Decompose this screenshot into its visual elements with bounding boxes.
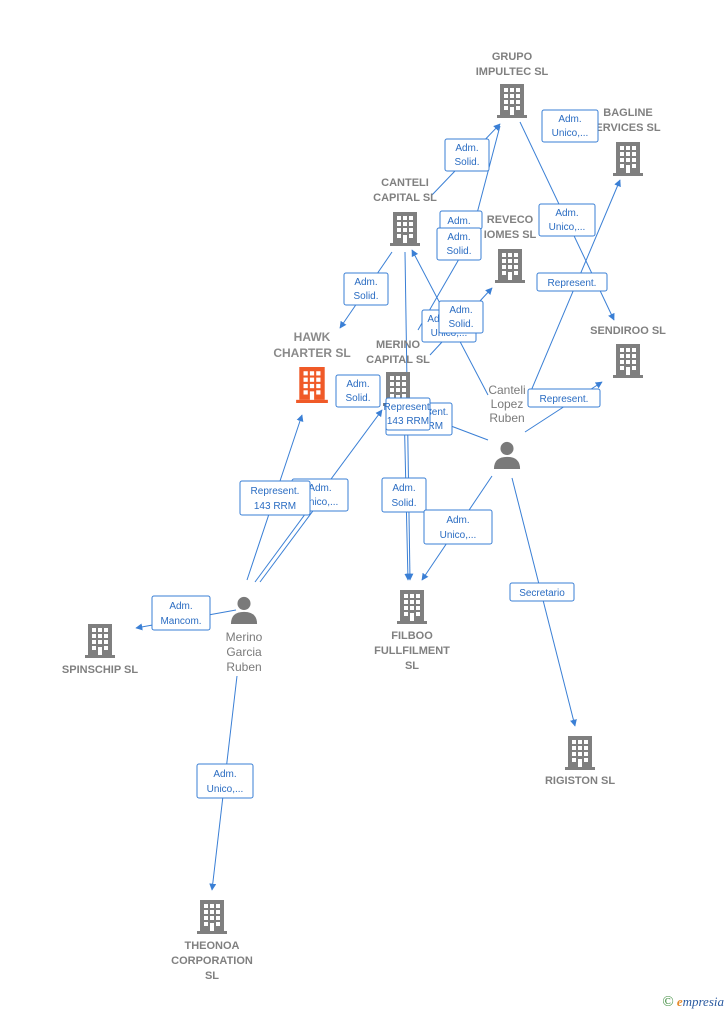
building-icon bbox=[197, 900, 227, 934]
svg-text:Represent.143 RRM: Represent.143 RRM bbox=[251, 486, 300, 512]
svg-text:Adm.Unico,...: Adm.Unico,... bbox=[549, 208, 586, 233]
relation-label[interactable]: Adm.Mancom. bbox=[151, 595, 211, 631]
relation-label[interactable]: Adm.Solid. bbox=[381, 477, 427, 513]
copyright-icon: © bbox=[662, 994, 674, 1010]
svg-text:Adm.Solid.: Adm.Solid. bbox=[345, 379, 370, 404]
relation-label[interactable]: Represent. bbox=[527, 388, 601, 408]
relation-label[interactable]: Represent. bbox=[536, 272, 608, 292]
svg-text:Adm.Unico,...: Adm.Unico,... bbox=[207, 769, 244, 795]
svg-text:Adm.Adm.Unico,...: Adm.Adm.Unico,... bbox=[440, 515, 477, 541]
svg-text:Represent.: Represent. bbox=[548, 278, 597, 289]
relation-label[interactable]: Adm.Solid. bbox=[335, 374, 381, 408]
relation-label[interactable]: Adm.Unico,... bbox=[538, 203, 596, 237]
relation-label[interactable]: Adm.Solid. bbox=[444, 138, 490, 172]
company-label: RIGISTON SL bbox=[545, 775, 615, 787]
svg-text:Represent.143 RRM: Represent.143 RRM bbox=[384, 402, 433, 427]
building-icon bbox=[85, 624, 115, 658]
relation-label[interactable]: Adm.Unico,... bbox=[541, 109, 599, 143]
svg-text:Secretario: Secretario bbox=[519, 588, 565, 599]
relation-label[interactable]: Adm. bbox=[439, 210, 483, 230]
building-icon bbox=[497, 84, 527, 118]
relation-label[interactable]: Adm.Solid. bbox=[438, 300, 484, 334]
relation-label[interactable]: Adm.Adm.Unico,... bbox=[423, 509, 493, 545]
svg-text:Adm.Solid.: Adm.Solid. bbox=[353, 277, 378, 302]
relation-label[interactable]: Represent.143 RRM bbox=[239, 480, 311, 516]
person-icon bbox=[493, 441, 521, 469]
svg-text:Adm.Mancom.: Adm.Mancom. bbox=[160, 601, 201, 627]
edge-canteli-person-to-rigiston bbox=[511, 477, 577, 727]
svg-text:Adm.Unico,...: Adm.Unico,... bbox=[552, 114, 589, 139]
building-icon bbox=[495, 249, 525, 283]
svg-text:Adm.Unico,...: Adm.Unico,... bbox=[302, 483, 339, 508]
svg-text:Adm.Solid.: Adm.Solid. bbox=[391, 483, 416, 509]
company-node-sendiroo[interactable]: SENDIROO SL bbox=[590, 325, 666, 378]
company-label: SENDIROO SL bbox=[590, 325, 666, 337]
svg-text:Adm.Solid.: Adm.Solid. bbox=[446, 232, 471, 257]
svg-text:Adm.: Adm. bbox=[447, 216, 470, 227]
relation-label[interactable]: Represent.143 RRM bbox=[384, 397, 433, 431]
building-icon bbox=[613, 142, 643, 176]
building-icon bbox=[296, 367, 328, 403]
building-icon bbox=[390, 212, 420, 246]
svg-text:Adm.Solid.: Adm.Solid. bbox=[448, 305, 473, 330]
relation-label[interactable]: Adm.Solid. bbox=[436, 227, 482, 261]
brand-logo: ©empresia bbox=[662, 994, 724, 1010]
relation-label[interactable]: Adm.Unico,... bbox=[196, 763, 254, 799]
building-icon bbox=[397, 590, 427, 624]
svg-text:Represent.: Represent. bbox=[540, 394, 589, 405]
building-icon bbox=[613, 344, 643, 378]
company-node-spinschip[interactable]: SPINSCHIP SL bbox=[62, 624, 138, 676]
relation-label[interactable]: Secretario bbox=[509, 582, 575, 602]
relation-label[interactable]: Adm.Solid. bbox=[343, 272, 389, 306]
company-label: SPINSCHIP SL bbox=[62, 664, 138, 676]
building-icon bbox=[565, 736, 595, 770]
svg-text:Adm.Solid.: Adm.Solid. bbox=[454, 143, 479, 168]
company-node-rigiston[interactable]: RIGISTON SL bbox=[545, 736, 615, 787]
